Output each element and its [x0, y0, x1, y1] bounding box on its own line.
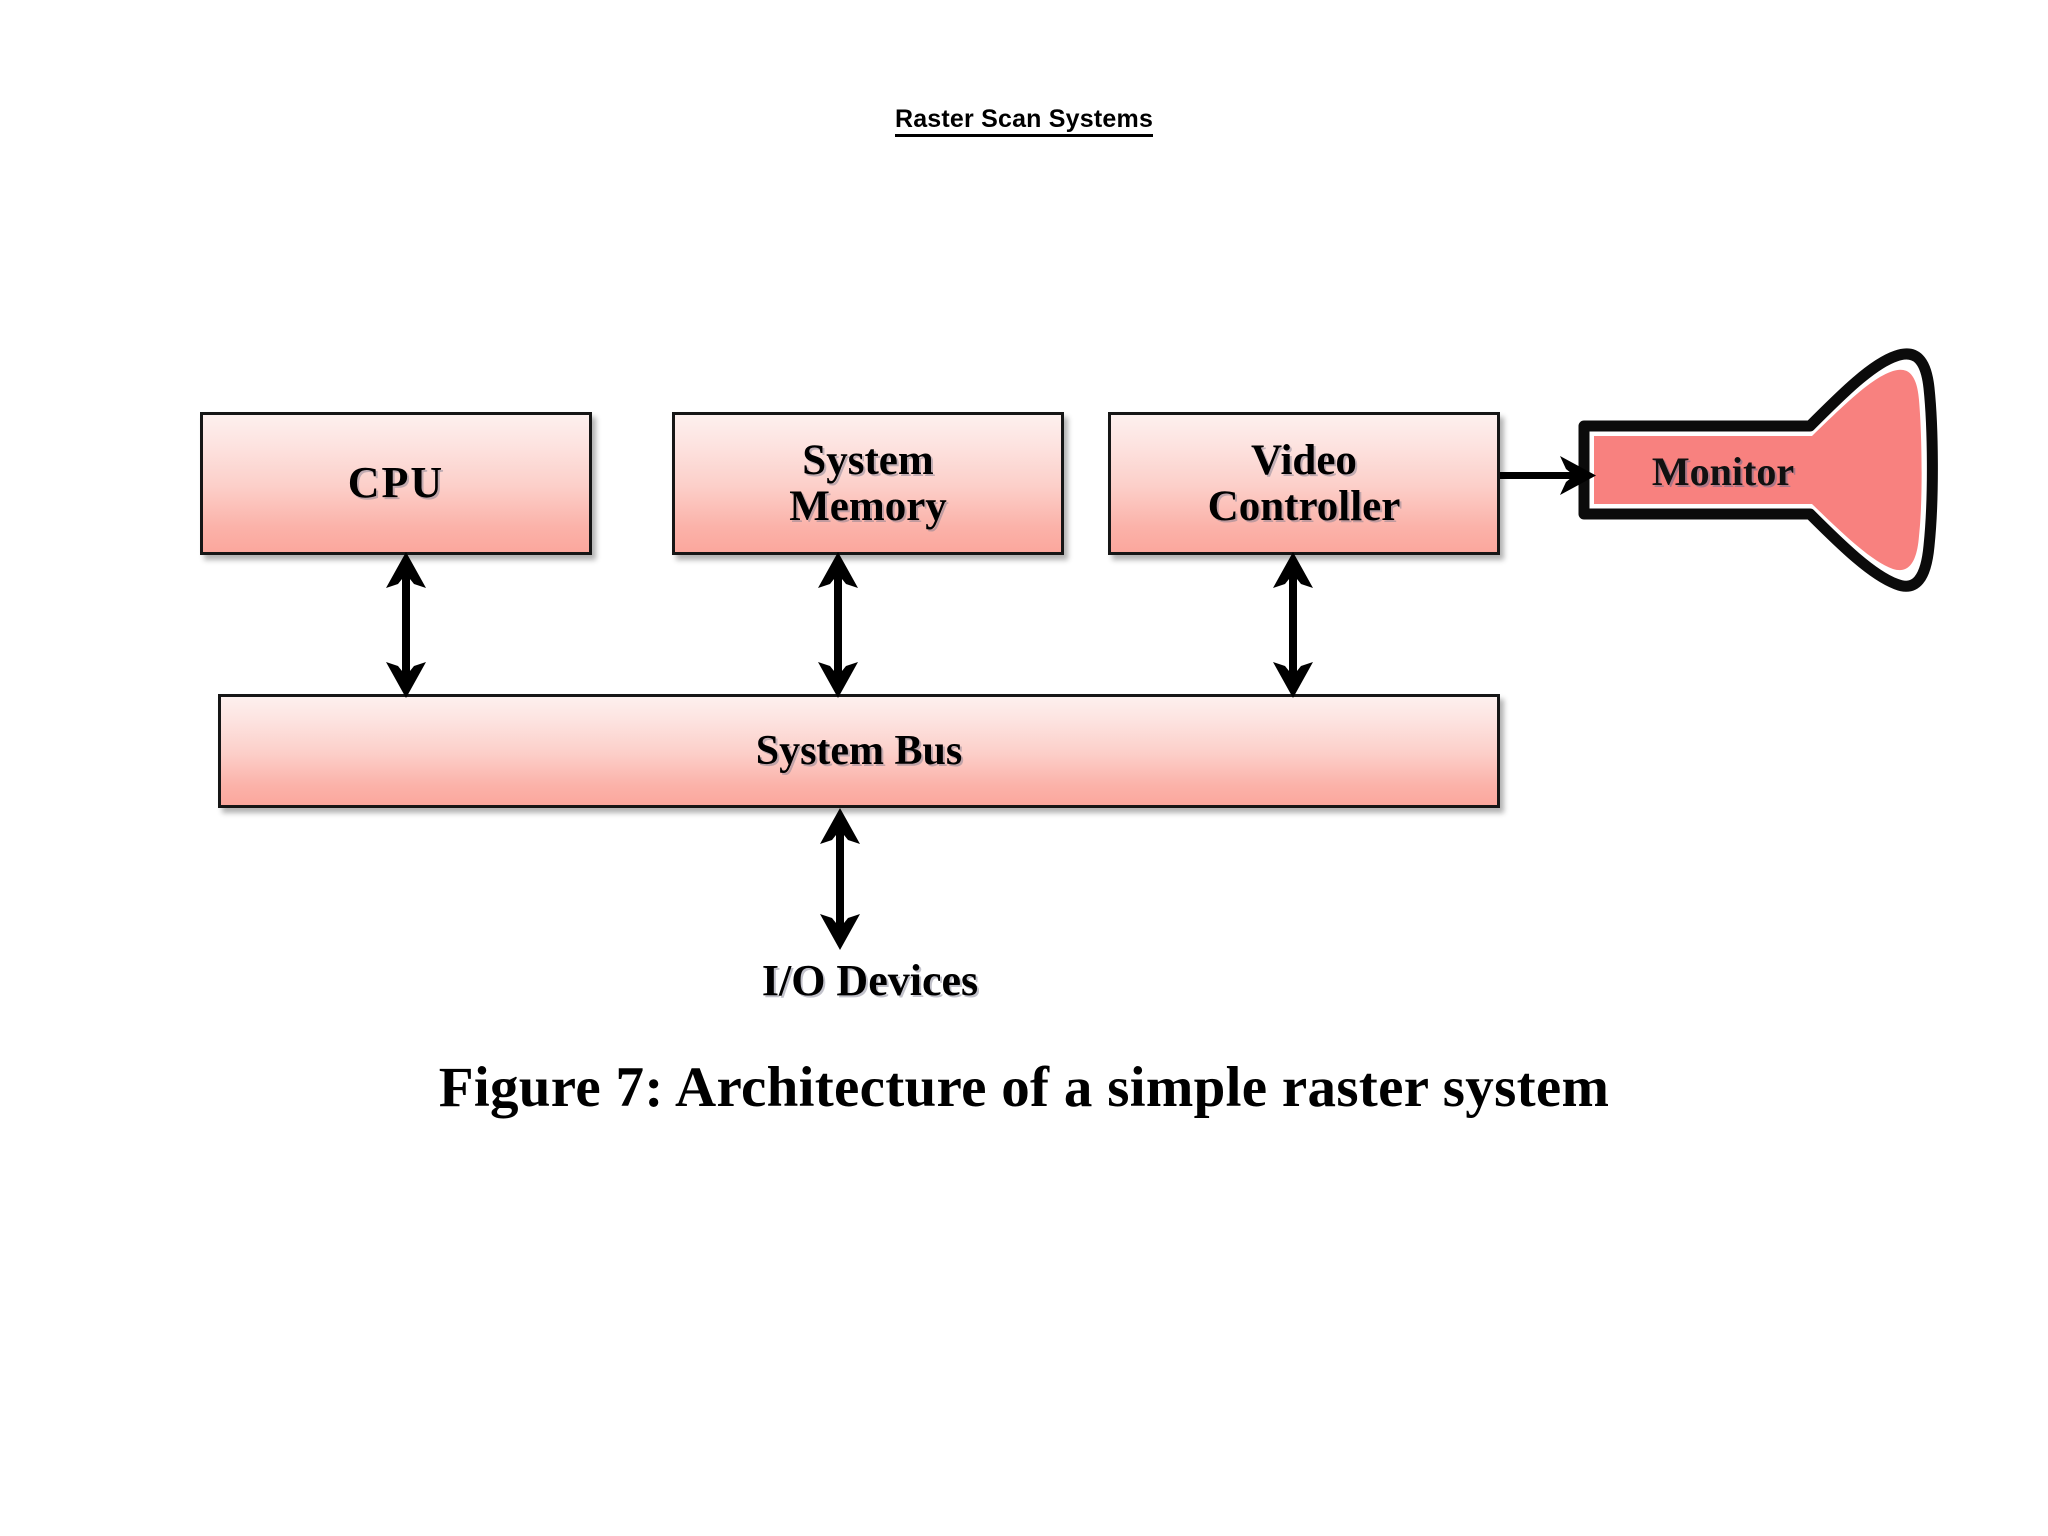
arrow-system-bus-to-io-devices [820, 808, 860, 950]
block-cpu-label: CPU [347, 458, 445, 508]
block-video-controller: Video Controller [1108, 412, 1500, 555]
block-system-memory-label: System Memory [789, 436, 947, 530]
arrow-system-memory-to-system-bus [818, 552, 858, 698]
arrow-cpu-to-system-bus [386, 552, 426, 698]
arrow-cpu-to-system-bus-glyph [386, 552, 426, 698]
monitor-fill-path [1594, 369, 1922, 571]
block-cpu: CPU [200, 412, 592, 555]
arrow-video-controller-to-monitor [1500, 456, 1596, 495]
arrow-video-controller-to-system-bus [1273, 552, 1313, 698]
arrow-video-controller-to-monitor-glyph [1500, 456, 1596, 495]
figure-caption: Figure 7: Architecture of a simple raste… [438, 1056, 1610, 1119]
block-monitor [1578, 348, 1938, 592]
label-io-devices: I/O Devices [761, 956, 979, 1005]
page-title: Raster Scan Systems [0, 105, 2048, 137]
block-system-bus-label: System Bus [755, 727, 963, 774]
arrow-system-memory-to-system-bus-glyph [818, 552, 858, 698]
arrow-video-controller-to-system-bus-glyph [1273, 552, 1313, 698]
arrow-system-bus-to-io-devices-glyph [820, 808, 860, 950]
block-video-controller-label: Video Controller [1207, 436, 1401, 530]
block-system-memory: System Memory [672, 412, 1064, 555]
page-title-text: Raster Scan Systems [894, 105, 1154, 137]
block-system-bus: System Bus [218, 694, 1500, 808]
